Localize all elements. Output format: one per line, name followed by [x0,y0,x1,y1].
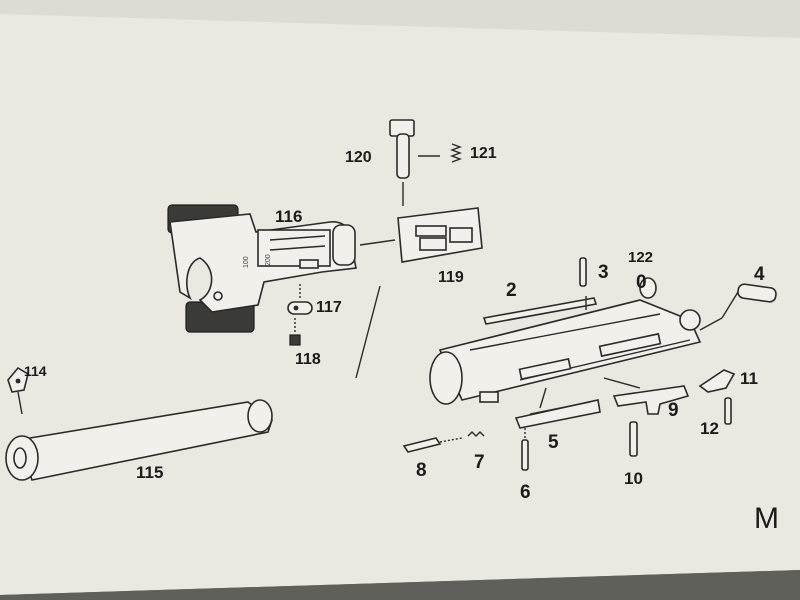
sight-base-116: 100 200 [167,204,357,333]
part-114-clip [7,366,29,415]
part-122-marker [639,277,657,299]
part-120-lever-pin [389,119,440,206]
sight-range-mark-100: 100 [243,256,250,268]
label-122: 122 [628,249,653,266]
sight-range-mark-200: 200 [265,254,272,266]
part-9-trigger [603,377,690,415]
label-6: 6 [520,482,531,503]
label-116: 116 [275,207,302,226]
label-114: 114 [24,363,47,379]
part-121-spring [450,143,462,163]
paper-shadow [0,570,800,600]
label-117: 117 [316,299,342,316]
label-11: 11 [740,369,758,388]
label-115: 115 [136,463,163,482]
part-118-screw [289,318,301,346]
part-5-slide [514,399,601,429]
part-4-pin [699,283,777,331]
part-2-rod [482,296,598,325]
part-115-barrel-tube [5,399,273,481]
receiver-body [429,299,702,409]
label-4: 4 [754,264,765,285]
part-12-pin [724,397,732,425]
part-8-plunger [402,437,463,453]
label-3: 3 [598,262,609,283]
label-2: 2 [506,280,517,301]
label-7: 7 [474,452,485,473]
part-7-spring [467,431,485,437]
section-letter: M [754,502,779,535]
part-3-pin [579,257,587,287]
part-6-pin [521,428,529,471]
part-11-catch [698,369,736,393]
paper-top-edge [0,0,800,38]
label-121: 121 [470,145,497,162]
part-10-pin [629,421,638,457]
label-zero: 0 [636,272,647,293]
label-10: 10 [624,469,643,488]
label-8: 8 [416,460,427,481]
part-119-sight-block [397,207,483,263]
label-9: 9 [668,400,679,421]
part-117-washer [287,284,313,315]
label-119: 119 [438,269,464,286]
label-118: 118 [295,351,321,368]
label-5: 5 [548,432,559,453]
label-12: 12 [700,419,719,438]
label-120: 120 [345,149,372,166]
